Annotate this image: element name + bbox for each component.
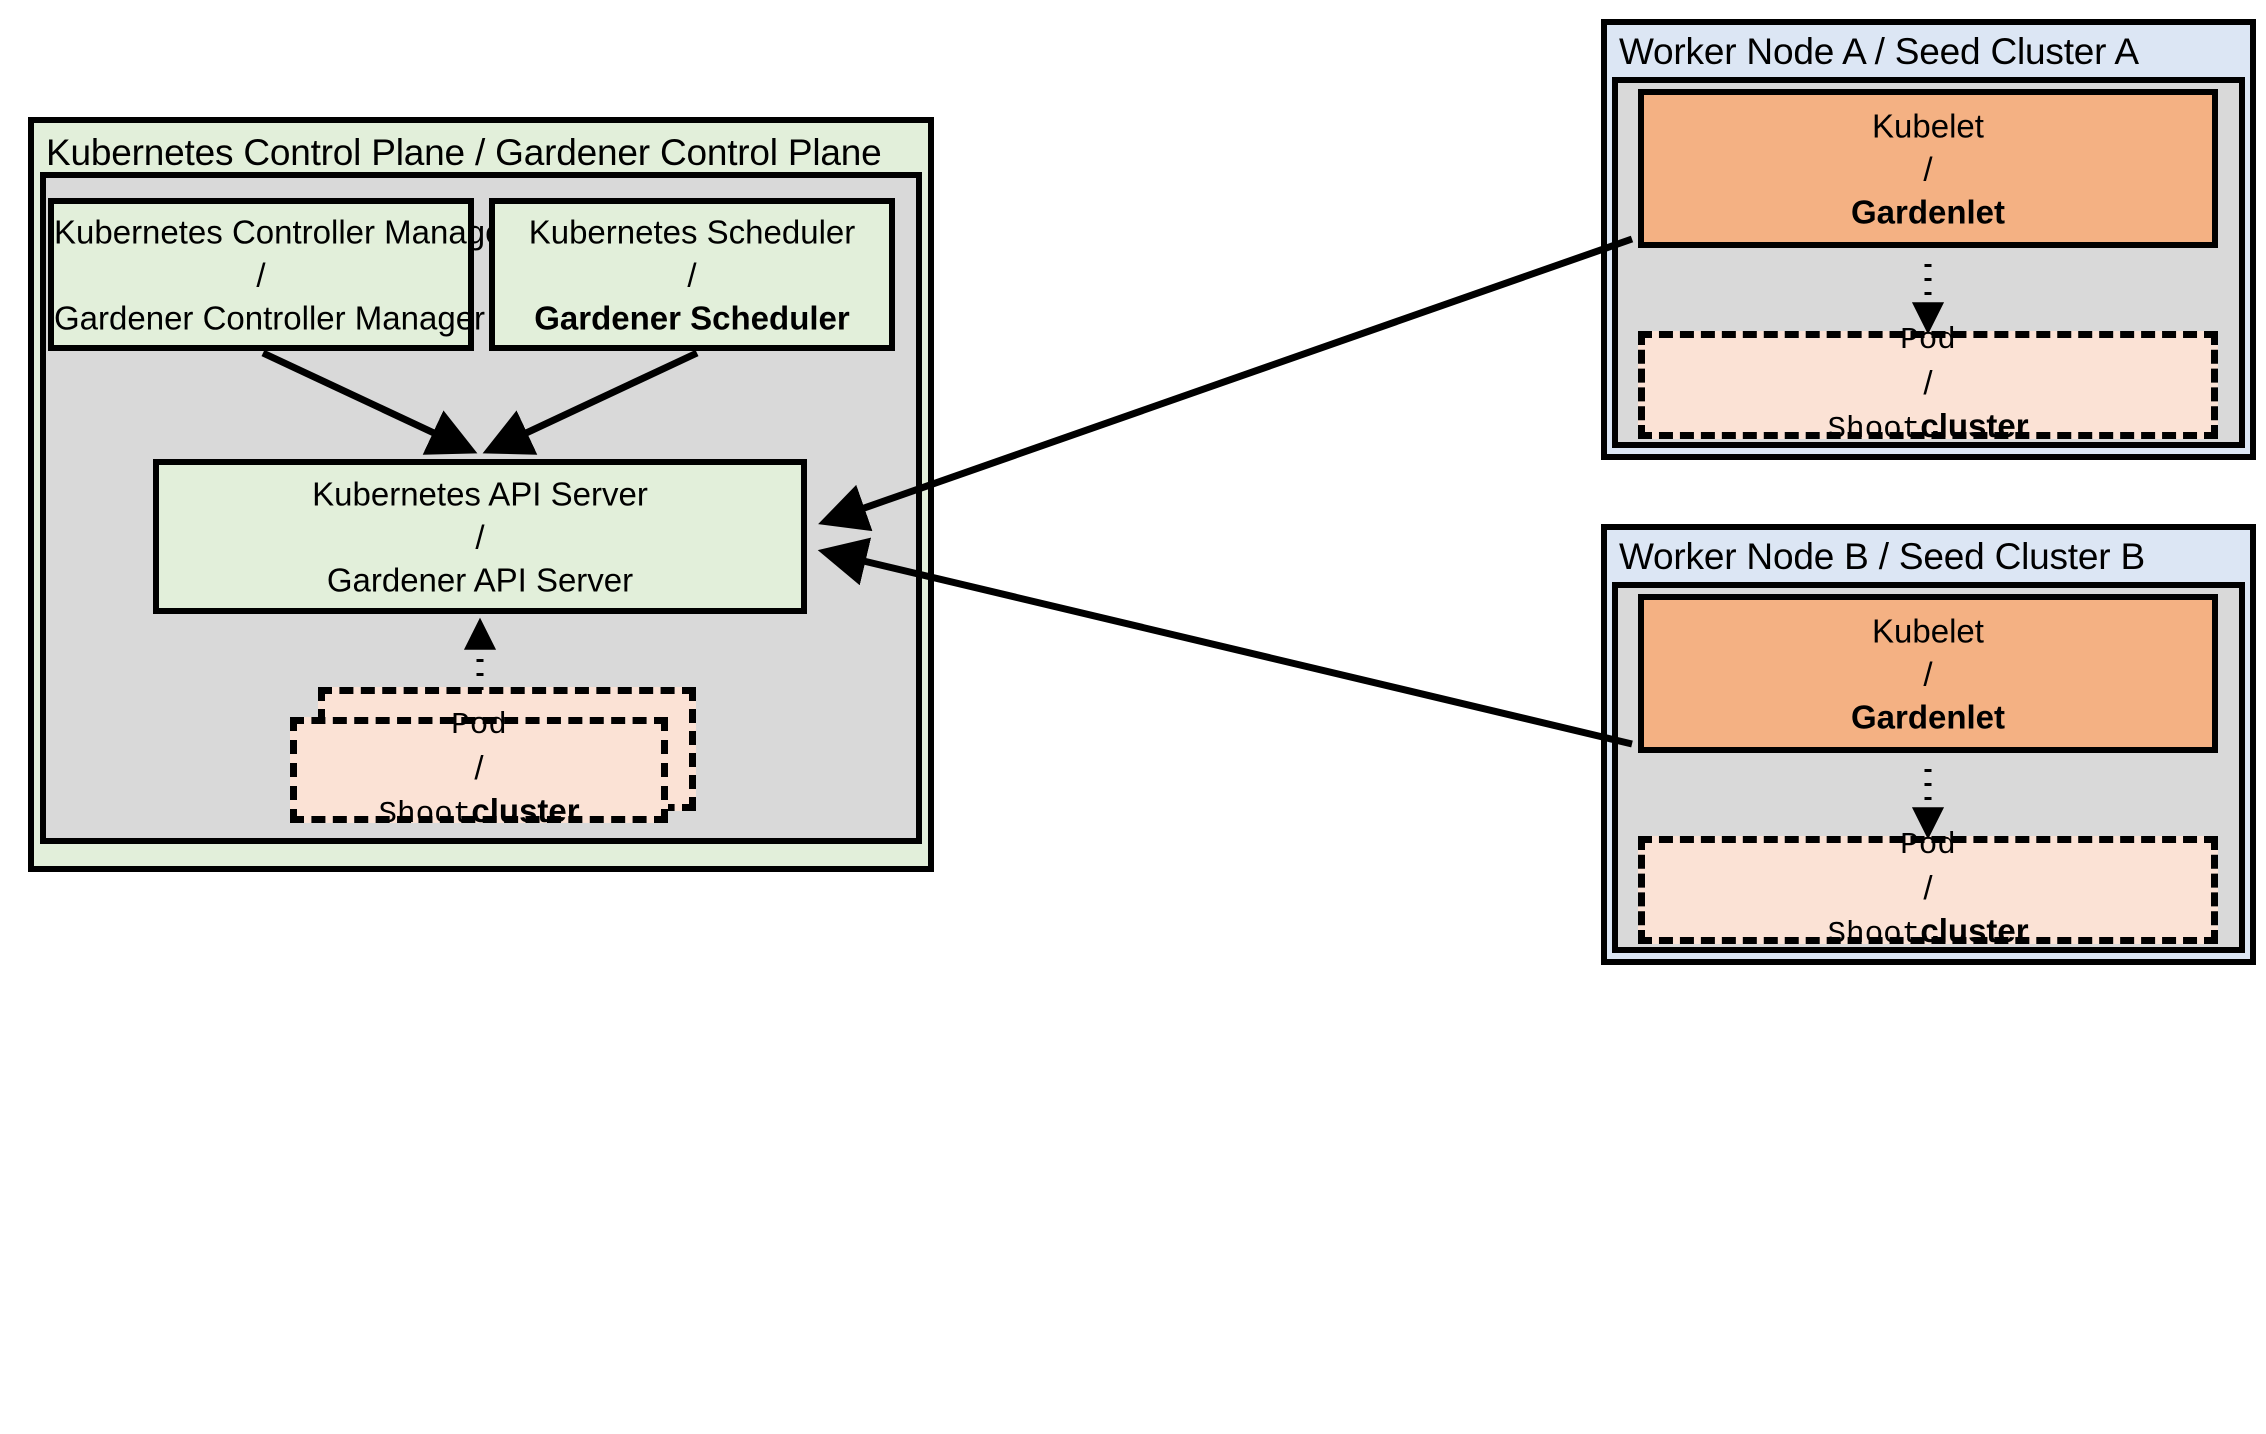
control-plane-title: Kubernetes Control Plane / Gardener Cont… (46, 132, 882, 173)
kubelet-a-separator: / (1923, 150, 1933, 187)
pod-a-line2-bold: cluster (1920, 407, 2029, 444)
pod-b-separator: / (1923, 869, 1933, 906)
scheduler-line2: Gardener Scheduler (534, 299, 850, 336)
worker-node-b-title: Worker Node B / Seed Cluster B (1619, 536, 2145, 577)
pod-a-line2-mono: Shoot (1827, 412, 1921, 447)
pod-line1: Pod (451, 708, 507, 743)
control-plane-pod-text: Pod / Shootcluster (297, 705, 661, 835)
kubelet-b-line2: Gardenlet (1850, 698, 2006, 735)
pod-b-line2-mono: Shoot (1827, 917, 1921, 952)
pod-b-line1: Pod (1900, 828, 1956, 863)
worker-node-a-pod-box[interactable]: Pod / Shootcluster (1638, 325, 2218, 445)
worker-node-a-title: Worker Node A / Seed Cluster A (1619, 31, 2139, 72)
pod-line2-mono: Shoot (378, 797, 472, 832)
pod-separator: / (474, 749, 484, 786)
pod-a-line1: Pod (1900, 323, 1956, 358)
kubelet-a-line1: Kubelet (1872, 107, 1984, 144)
pod-line2: Shootcluster (297, 789, 661, 835)
kubelet-a-line2: Gardenlet (1850, 193, 2006, 230)
api-server-box[interactable]: Kubernetes API Server / Gardener API Ser… (153, 459, 807, 614)
api-server-separator: / (475, 518, 485, 555)
api-server-line1: Kubernetes API Server (312, 475, 648, 512)
worker-node-b-pod-text: Pod / Shootcluster (1645, 825, 2211, 955)
arrow-gardenlet-a-to-api-server (818, 235, 1634, 532)
gardenlet-a-box[interactable]: Kubelet / Gardenlet (1638, 89, 2218, 248)
api-server-text: Kubernetes API Server / Gardener API Ser… (159, 472, 801, 601)
kubelet-b-line1: Kubelet (1872, 612, 1984, 649)
kubelet-b-separator: / (1923, 655, 1933, 692)
pod-line2-bold: cluster (471, 792, 580, 829)
pod-b-line2: Shootcluster (1645, 909, 2211, 955)
gardenlet-b-box[interactable]: Kubelet / Gardenlet (1638, 594, 2218, 753)
gardenlet-b-text: Kubelet / Gardenlet (1644, 609, 2212, 738)
kube-controller-manager-text: Kubernetes Controller Manager / Gardener… (54, 210, 515, 339)
controller-manager-separator: / (256, 256, 266, 293)
pod-a-line2: Shootcluster (1645, 404, 2211, 450)
control-plane-pod-box[interactable]: Pod / Shootcluster (290, 710, 668, 830)
api-server-line2: Gardener API Server (326, 561, 634, 598)
arrow-gardenlet-b-to-api-server (817, 537, 1633, 748)
worker-node-b-pod-box[interactable]: Pod / Shootcluster (1638, 830, 2218, 950)
pod-b-line2-bold: cluster (1920, 912, 2029, 949)
kube-scheduler-text: Kubernetes Scheduler / Gardener Schedule… (495, 210, 889, 339)
controller-manager-line1: Kubernetes Controller Manager (54, 213, 515, 250)
pod-a-separator: / (1923, 364, 1933, 401)
gardenlet-a-text: Kubelet / Gardenlet (1644, 104, 2212, 233)
scheduler-line1: Kubernetes Scheduler (528, 213, 856, 250)
worker-node-a-pod-text: Pod / Shootcluster (1645, 320, 2211, 450)
controller-manager-line2: Gardener Controller Manager (54, 299, 486, 336)
scheduler-separator: / (687, 256, 697, 293)
kube-scheduler-box[interactable]: Kubernetes Scheduler / Gardener Schedule… (489, 198, 895, 351)
kube-controller-manager-box[interactable]: Kubernetes Controller Manager / Gardener… (48, 198, 515, 351)
